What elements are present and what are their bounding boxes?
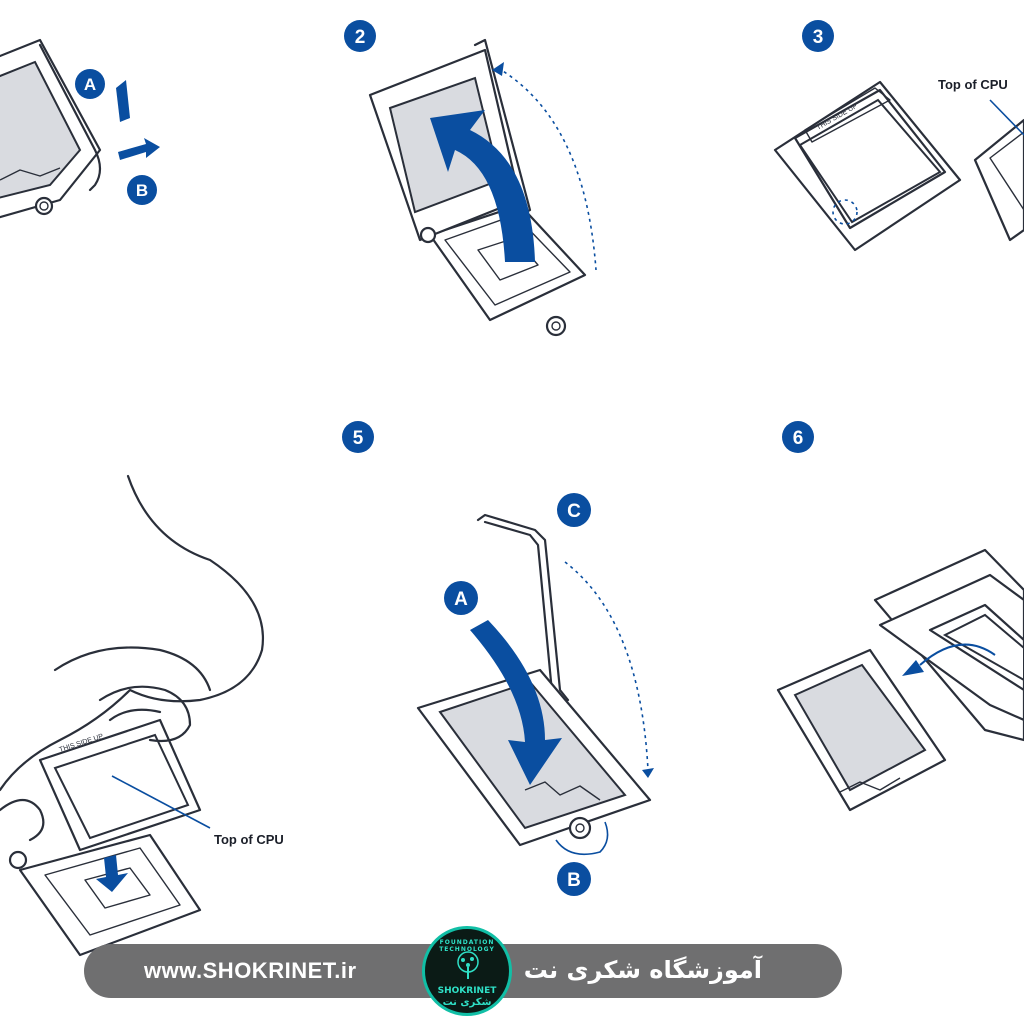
svg-text:B: B: [136, 181, 148, 200]
panel-step4: THIS SIDE UP Top of CPU: [0, 476, 284, 955]
marker-c-step5: C: [557, 493, 591, 527]
panel-step6: [778, 550, 1024, 810]
step-badge-5: 5: [342, 421, 374, 453]
svg-text:2: 2: [355, 27, 366, 48]
svg-text:A: A: [84, 75, 96, 94]
marker-b-step5: B: [557, 862, 591, 896]
svg-text:5: 5: [353, 428, 364, 449]
logo-brand-text: SHOKRINET: [425, 986, 509, 996]
svg-text:3: 3: [813, 27, 824, 48]
marker-b-step1: B: [127, 175, 157, 205]
step-badge-3: 3: [802, 20, 834, 52]
step-badge-2: 2: [344, 20, 376, 52]
marker-a-step5: A: [444, 581, 478, 615]
website-url[interactable]: www.SHOKRINET.ir: [144, 958, 357, 984]
marker-a-step1: A: [75, 69, 105, 99]
top-of-cpu-label-5: Top of CPU: [214, 832, 284, 847]
panel-step5: [418, 515, 654, 854]
step-badge-6: 6: [782, 421, 814, 453]
shokrinet-logo: FOUNDATION TECHNOLOGY SHOKRINET شکری نت: [422, 926, 512, 1016]
panel-step2: [370, 40, 596, 335]
tree-icon: [454, 951, 482, 981]
svg-text:6: 6: [793, 428, 804, 449]
svg-text:B: B: [567, 870, 581, 891]
institute-name: آموزشگاه شکری نت: [524, 956, 762, 984]
svg-text:C: C: [567, 501, 581, 522]
top-of-cpu-label-3: Top of CPU: [938, 77, 1008, 92]
svg-text:A: A: [454, 589, 468, 610]
logo-persian-text: شکری نت: [425, 997, 509, 1008]
panel-step3: THIS SIDE UP Top of CPU: [775, 77, 1024, 250]
